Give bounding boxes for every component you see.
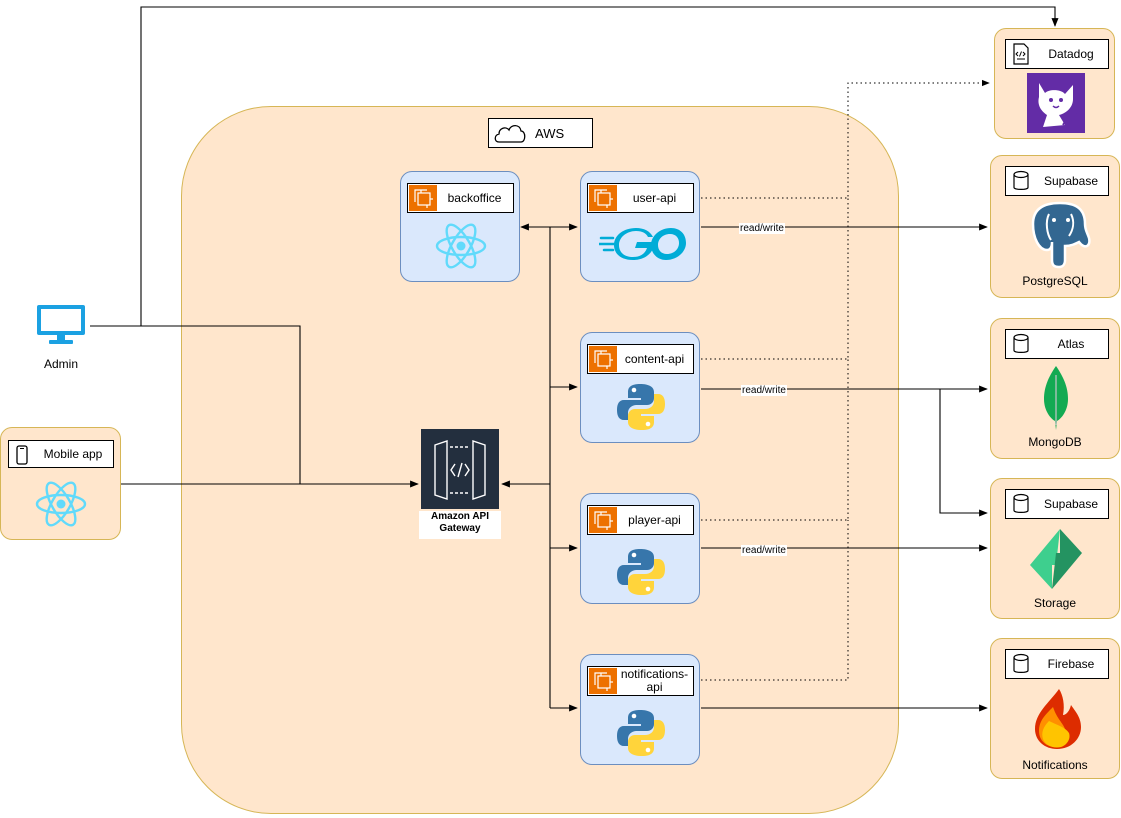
compute-chip-icon	[589, 185, 617, 211]
service-header: backoffice	[407, 183, 514, 213]
database-icon	[1013, 170, 1029, 190]
external-caption: MongoDB	[1028, 435, 1082, 449]
postgresql-logo	[1031, 201, 1091, 269]
cloud-icon	[494, 124, 526, 143]
database-icon	[1013, 653, 1029, 673]
database-icon	[1013, 493, 1029, 513]
mobile-app-title: Mobile app	[43, 447, 103, 461]
code-file-icon	[1013, 43, 1029, 65]
external-title: Supabase	[1043, 174, 1099, 188]
external-firebase[interactable]: Firebase Notifications	[990, 638, 1120, 779]
api-gateway-node[interactable]	[421, 429, 499, 509]
python-logo	[617, 710, 665, 756]
edge-label-read-write: read/write	[741, 385, 787, 396]
external-title: Firebase	[1047, 657, 1095, 671]
external-atlas[interactable]: Atlas MongoDB	[990, 318, 1120, 459]
api-gateway-label: Amazon API Gateway	[419, 511, 501, 539]
datadog-logo	[1027, 73, 1085, 133]
react-logo	[35, 481, 87, 527]
external-title: Datadog	[1048, 47, 1094, 61]
service-header: player-api	[587, 505, 694, 535]
service-backoffice[interactable]: backoffice	[400, 171, 520, 282]
service-player-api[interactable]: player-api	[580, 493, 700, 604]
firebase-header: Firebase	[1005, 649, 1109, 679]
mobile-app-header: Mobile app	[8, 440, 114, 468]
mobile-app-node[interactable]: Mobile app	[0, 427, 121, 540]
external-supabase-storage[interactable]: Supabase Storage	[990, 478, 1120, 619]
atlas-header: Atlas	[1005, 329, 1109, 359]
edge-label-read-write: read/write	[741, 545, 787, 556]
service-user-api[interactable]: user-api	[580, 171, 700, 282]
service-header: notifications-api	[587, 666, 694, 696]
aws-region	[181, 106, 899, 814]
service-title: notifications-api	[620, 667, 689, 694]
monitor-icon	[37, 305, 85, 344]
external-title: Supabase	[1043, 497, 1099, 511]
edge-content-api-storage	[939, 389, 988, 517]
compute-chip-icon	[589, 346, 617, 372]
aws-label: AWS	[535, 126, 565, 141]
external-supabase-db[interactable]: Supabase PostgreSQL	[990, 155, 1120, 298]
firebase-logo	[1035, 689, 1081, 749]
database-icon	[1013, 333, 1029, 353]
react-logo	[435, 223, 487, 269]
datadog-header: Datadog	[1005, 39, 1109, 69]
service-title: user-api	[632, 190, 677, 205]
service-title: player-api	[628, 512, 681, 527]
service-notifications-api[interactable]: notifications-api	[580, 654, 700, 765]
service-title: content-api	[624, 351, 685, 366]
supabase-logo	[1030, 529, 1082, 589]
external-caption: Notifications	[1022, 758, 1088, 772]
external-title: Atlas	[1057, 337, 1085, 351]
compute-chip-icon	[589, 668, 617, 694]
compute-chip-icon	[589, 507, 617, 533]
aws-label-box: AWS	[488, 118, 593, 148]
supabase-storage-header: Supabase	[1005, 489, 1109, 519]
service-header: content-api	[587, 344, 694, 374]
api-gateway-icon	[434, 440, 486, 500]
external-datadog[interactable]: Datadog	[994, 28, 1115, 139]
mobile-phone-icon	[16, 445, 28, 465]
compute-chip-icon	[409, 185, 437, 211]
python-logo	[617, 384, 665, 430]
service-content-api[interactable]: content-api	[580, 332, 700, 443]
external-caption: PostgreSQL	[1022, 274, 1088, 288]
supabase-db-header: Supabase	[1005, 166, 1109, 196]
python-logo	[617, 549, 665, 595]
edge-label-read-write: read/write	[739, 223, 785, 234]
go-logo	[599, 228, 686, 260]
service-title: backoffice	[447, 190, 502, 205]
service-header: user-api	[587, 183, 694, 213]
external-caption: Storage	[1033, 596, 1077, 610]
admin-label: Admin	[43, 357, 78, 371]
mongodb-logo	[1044, 366, 1068, 430]
